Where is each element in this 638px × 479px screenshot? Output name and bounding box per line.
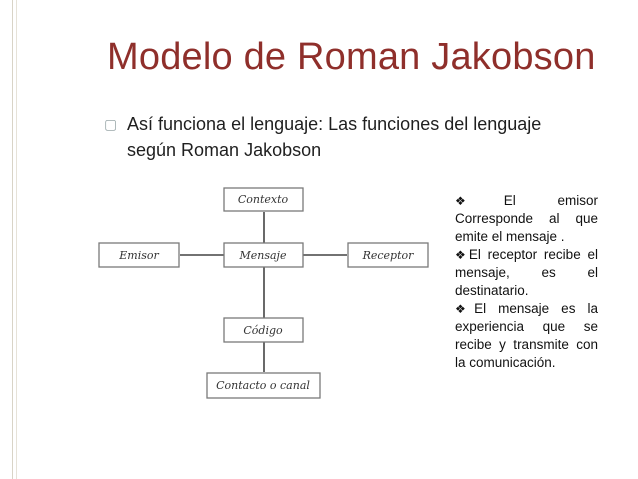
label-codigo: Código — [243, 324, 283, 337]
label-contacto: Contacto o canal — [216, 379, 310, 392]
note-emisor: ❖El emisor Corresponde al que emite el m… — [455, 193, 598, 244]
diamond-bullet-icon: ❖ — [455, 194, 504, 208]
label-emisor: Emisor — [118, 249, 159, 262]
label-contexto: Contexto — [238, 193, 289, 206]
jakobson-diagram: Contexto Emisor Mensaje Receptor Código … — [98, 187, 429, 399]
box-contexto — [223, 187, 304, 212]
box-contacto — [206, 372, 321, 399]
box-emisor — [98, 242, 180, 268]
label-receptor: Receptor — [362, 249, 415, 262]
diamond-bullet-icon: ❖ — [455, 302, 475, 316]
diamond-bullet-icon: ❖ — [455, 248, 469, 262]
left-border-decoration — [0, 0, 17, 479]
box-receptor — [347, 242, 429, 268]
note-mensaje: ❖El mensaje es la experiencia que se rec… — [455, 301, 598, 370]
square-bullet-icon: ▢ — [104, 116, 118, 132]
box-mensaje — [223, 242, 304, 268]
bullet-text: Así funciona el lenguaje: Las funciones … — [127, 114, 542, 160]
side-notes: ❖El emisor Corresponde al que emite el m… — [455, 192, 598, 372]
slide-title: Modelo de Roman Jakobson — [107, 36, 596, 78]
box-codigo — [223, 317, 304, 343]
note-receptor: ❖El receptor recibe el mensaje, es el de… — [455, 247, 598, 298]
label-mensaje: Mensaje — [239, 249, 287, 262]
